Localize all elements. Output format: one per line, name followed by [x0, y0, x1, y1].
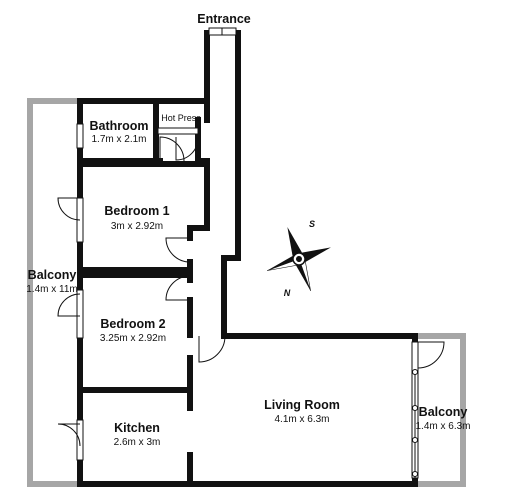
left-balcony-size: 1.4m x 11m	[26, 284, 78, 295]
living-room-label: Living Room	[264, 398, 340, 412]
kitchen-size: 2.6m x 3m	[114, 437, 161, 448]
kitchen-label: Kitchen	[114, 421, 160, 435]
left-balcony-label: Balcony	[28, 268, 77, 282]
bedroom1-size: 3m x 2.92m	[111, 221, 163, 232]
walls	[77, 30, 418, 487]
sliding-door-right[interactable]	[411, 341, 419, 479]
bathroom-size: 1.7m x 2.1m	[91, 134, 146, 145]
right-balcony-size: 1.4m x 6.3m	[415, 421, 470, 432]
right-balcony-label: Balcony	[419, 405, 468, 419]
compass-north-label: N	[284, 288, 291, 298]
entrance-door[interactable]	[208, 27, 237, 36]
bathroom-label: Bathroom	[89, 119, 148, 133]
door-swings	[57, 127, 445, 447]
left-balcony-outline	[27, 98, 80, 487]
right-balcony-outline	[415, 333, 466, 487]
living-room-size: 4.1m x 6.3m	[274, 414, 329, 425]
compass-south-label: S	[309, 219, 315, 229]
bedroom2-size: 3.25m x 2.92m	[100, 333, 166, 344]
entrance-label: Entrance	[197, 12, 251, 26]
bedroom1-label: Bedroom 1	[104, 204, 169, 218]
hot-press-label: Hot Press	[161, 113, 201, 123]
bedroom2-label: Bedroom 2	[100, 317, 165, 331]
compass-rose-icon	[266, 227, 331, 292]
